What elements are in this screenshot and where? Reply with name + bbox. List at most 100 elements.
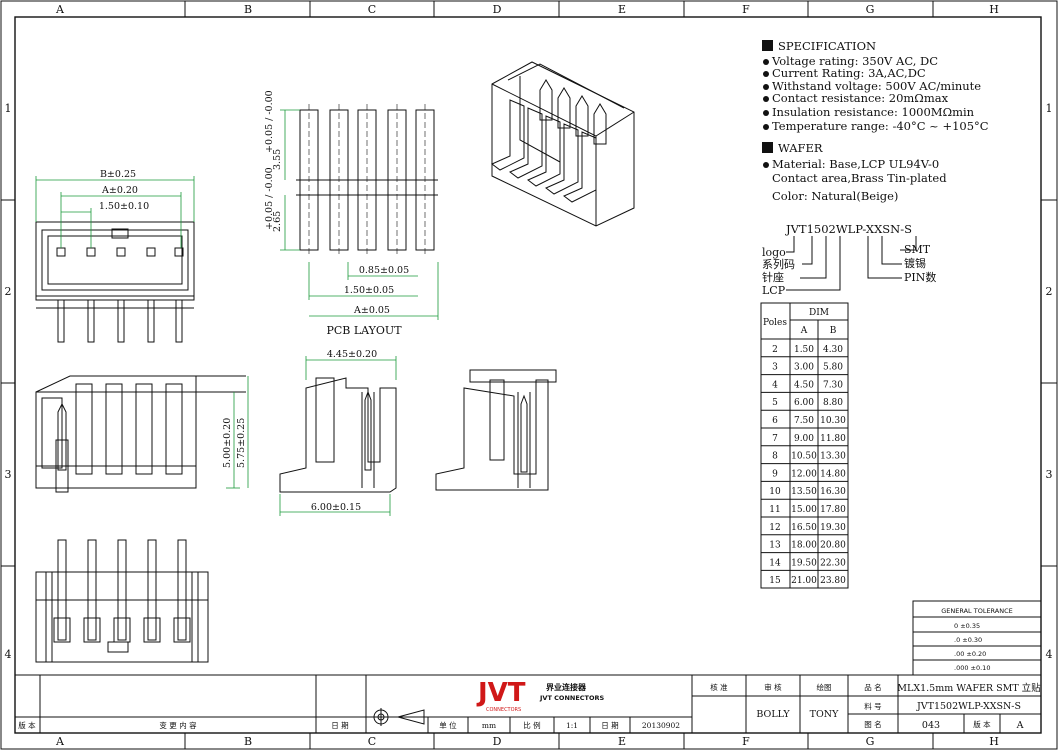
front-view-drawing <box>35 375 246 493</box>
col-label-c: C <box>368 3 376 16</box>
table-cell-poles: 4 <box>772 380 778 390</box>
jvt-logo: JVT <box>476 678 526 708</box>
row-label-4: 4 <box>5 648 12 661</box>
table-cell-poles: 10 <box>769 487 781 497</box>
label-change: 变 更 内 容 <box>159 720 197 730</box>
wafer-title: WAFER <box>778 141 823 155</box>
company-en: JVT CONNECTORS <box>539 694 604 702</box>
col-label-h: H <box>989 3 999 16</box>
tolerance-row-2: .0 ±0.30 <box>954 636 982 644</box>
label-revision: 版 本 <box>18 720 36 730</box>
dim-pcb-pad-width: 0.85±0.05 <box>359 265 409 276</box>
table-cell-a: 7.50 <box>794 416 814 426</box>
row-label-1-right: 1 <box>1046 102 1053 115</box>
table-cell-a: 15.00 <box>791 505 817 515</box>
label-part-no: 料 号 <box>864 701 881 711</box>
table-cell-b: 20.80 <box>820 541 846 551</box>
company-cn: 界业连接器 <box>546 682 587 692</box>
table-cell-poles: 12 <box>769 523 780 533</box>
col-label-f: F <box>742 3 750 16</box>
jvt-logo-sub: CONNECTORS <box>486 707 521 713</box>
table-cell-b: 11.80 <box>820 434 846 444</box>
value-drawing-name: 043 <box>922 720 940 731</box>
side-section-dims <box>279 356 397 516</box>
table-cell-poles: 6 <box>772 416 778 426</box>
table-dim-header: DIM <box>809 308 829 318</box>
side-section-2-drawing <box>435 369 557 491</box>
table-cell-poles: 3 <box>772 363 778 373</box>
dim-h2: 5.75±0.25 <box>236 418 247 468</box>
spec-block: SPECIFICATION Voltage rating: 350V AC, D… <box>771 39 989 203</box>
spec-item-5: Insulation resistance: 1000MΩmin <box>772 105 975 119</box>
table-cell-poles: 7 <box>772 434 778 444</box>
table-cell-b: 13.30 <box>820 452 846 462</box>
code-label-header: 针座 <box>762 270 784 284</box>
row-label-1: 1 <box>5 102 12 115</box>
label-scale: 比 例 <box>523 720 540 730</box>
table-poles-header: Poles <box>763 318 787 328</box>
value-product-name: MLX1.5mm WAFER SMT 立贴 <box>897 682 1041 694</box>
code-label-lcp: LCP <box>762 284 786 297</box>
wafer-color: Color: Natural(Beige) <box>772 189 898 203</box>
label-date-2: 日 期 <box>601 721 618 730</box>
dim-pitch: 1.50±0.10 <box>99 201 149 212</box>
table-cell-b: 4.30 <box>823 345 843 355</box>
table-cell-a: 4.50 <box>794 380 814 390</box>
table-cell-b: 16.30 <box>820 487 846 497</box>
general-tolerance-box: GENERAL TOLERANCE 0 ±0.35 .0 ±0.30 .00 ±… <box>912 600 1042 676</box>
label-unit: 单 位 <box>439 720 457 730</box>
label-version: 版 本 <box>973 719 991 729</box>
spec-item-3: Withstand voltage: 500V AC/minute <box>772 79 981 93</box>
pcb-layout-drawing: 3.55 +0.05 / -0.00 2.65 +0.05 / -0.00 0.… <box>264 90 439 337</box>
spec-item-4: Contact resistance: 20mΩmax <box>772 91 949 105</box>
row-label-3: 3 <box>5 468 12 481</box>
code-label-logo: logo <box>762 246 786 259</box>
tolerance-title: GENERAL TOLERANCE <box>941 607 1013 615</box>
table-cell-poles: 2 <box>772 345 778 355</box>
table-cell-a: 1.50 <box>794 345 814 355</box>
spec-item-6: Temperature range: -40°C ~ +105°C <box>772 119 989 133</box>
tolerance-row-3: .00 ±0.20 <box>954 650 986 658</box>
col-label-b: B <box>244 3 252 16</box>
label-review: 审 核 <box>764 682 782 692</box>
pcb-pad-length-2: 2.65 <box>272 211 283 232</box>
col-label-b-bottom: B <box>244 735 252 748</box>
pcb-tol-2: +0.05 / -0.00 <box>264 167 275 230</box>
spec-item-2: Current Rating: 3A,AC,DC <box>772 66 926 80</box>
table-cell-poles: 14 <box>769 558 781 568</box>
table-cell-a: 9.00 <box>794 434 814 444</box>
top-view-drawing: B±0.25 A±0.20 1.50±0.10 <box>35 169 195 343</box>
code-label-tin: 镀锡 <box>904 256 926 270</box>
table-cell-a: 10.50 <box>791 452 817 462</box>
row-label-2-right: 2 <box>1046 285 1053 298</box>
col-label-d-bottom: D <box>493 735 502 748</box>
value-date: 20130902 <box>642 721 680 730</box>
front-view-dims <box>226 376 249 489</box>
label-drawing-name: 图 名 <box>864 719 881 729</box>
table-cell-poles: 8 <box>772 452 778 462</box>
table-cell-poles: 9 <box>772 469 778 479</box>
dim-a: A±0.20 <box>101 185 138 196</box>
row-label-2: 2 <box>5 285 12 298</box>
dim-pcb-pitch: 1.50±0.05 <box>344 285 394 296</box>
col-label-d: D <box>493 3 502 16</box>
table-cell-poles: 11 <box>769 505 780 515</box>
dim-depth: 4.45±0.20 <box>327 349 377 360</box>
row-label-4-right: 4 <box>1046 648 1053 661</box>
bottom-view-drawing <box>35 539 209 663</box>
value-unit: mm <box>482 721 496 730</box>
pcb-layout-caption: PCB LAYOUT <box>326 324 402 337</box>
table-cell-poles: 15 <box>769 576 781 586</box>
value-part-no: JVT1502WLP-XXSN-S <box>916 701 1021 712</box>
label-product-name: 品 名 <box>864 682 881 692</box>
spec-bullets <box>762 40 773 168</box>
table-cell-a: 21.00 <box>791 576 817 586</box>
dim-base: 6.00±0.15 <box>311 502 361 513</box>
col-label-e-bottom: E <box>618 735 626 748</box>
dim-h1: 5.00±0.20 <box>222 418 233 468</box>
row-label-3-right: 3 <box>1046 468 1053 481</box>
col-label-e: E <box>618 3 626 16</box>
code-label-smt: SMT <box>904 243 931 256</box>
table-cell-a: 13.50 <box>791 487 817 497</box>
